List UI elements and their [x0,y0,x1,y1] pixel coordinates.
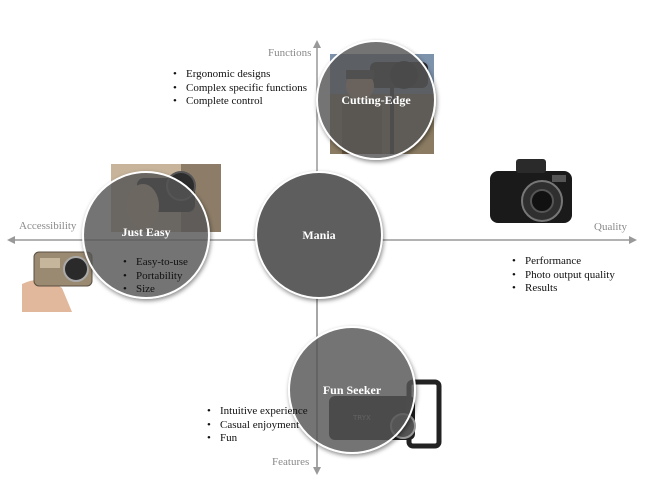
segment-circle-mania: Mania [255,171,383,299]
list-item: Complete control [173,95,307,109]
accessibility-list: Easy-to-use Portability Size [123,256,188,297]
list-item: Ergonomic designs [173,68,307,82]
list-item: Results [512,282,615,296]
premium-camera-photo [486,153,576,231]
list-item: Intuitive experience [207,405,308,419]
functions-list: Ergonomic designs Complex specific funct… [173,68,307,109]
list-item: Casual enjoyment [207,419,308,433]
axis-label-accessibility: Accessibility [19,220,77,232]
segment-label-just-easy: Just Easy [121,224,171,239]
axis-label-features: Features [272,456,310,468]
axis-label-functions: Functions [268,47,312,59]
features-list: Intuitive experience Casual enjoyment Fu… [207,405,308,446]
segment-circle-fun-seeker: Fun Seeker [288,326,416,454]
list-item: Fun [207,432,308,446]
list-item: Portability [123,270,188,284]
list-item: Performance [512,255,615,269]
segment-label-cutting-edge: Cutting-Edge [341,92,411,107]
list-item: Photo output quality [512,269,615,283]
axis-label-quality: Quality [594,221,627,233]
segment-label-fun-seeker: Fun Seeker [322,382,382,397]
segment-circle-cutting-edge: Cutting-Edge [316,40,436,160]
segment-label-mania: Mania [302,227,336,242]
list-item: Easy-to-use [123,256,188,270]
list-item: Complex specific functions [173,82,307,96]
quality-list: Performance Photo output quality Results [512,255,615,296]
list-item: Size [123,283,188,297]
